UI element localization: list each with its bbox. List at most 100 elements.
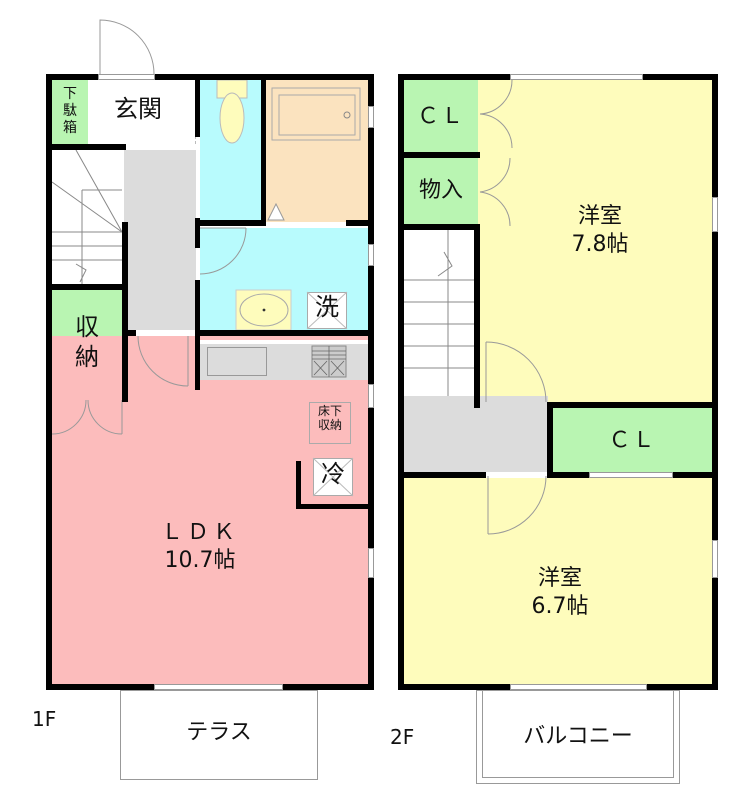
entrance-label: 玄関 [114, 95, 162, 123]
wall [346, 220, 370, 226]
wall [46, 74, 52, 690]
shoe-box [52, 80, 88, 144]
wall [398, 74, 510, 80]
wall [195, 218, 200, 248]
window [510, 74, 643, 80]
wall [673, 472, 718, 478]
shoe-box-label: 下 駄 箱 [63, 86, 77, 136]
wall [643, 74, 718, 80]
wall [296, 461, 301, 509]
bath-door-icon [267, 202, 285, 221]
window [589, 472, 673, 478]
window [368, 384, 374, 408]
entrance-door-opening [98, 74, 155, 80]
toilet-icon [216, 79, 248, 144]
closet-top-label: ＣＬ [416, 104, 465, 129]
wall [398, 684, 510, 690]
closet-mid [553, 408, 712, 472]
washer-label: 洗 [315, 293, 339, 321]
balcony-label: バルコニー [523, 724, 633, 749]
stairs-icon [51, 149, 123, 285]
wall [404, 224, 480, 230]
bedroom-1-label: 洋室 [577, 204, 622, 229]
wall [46, 74, 98, 80]
closet-top [404, 80, 478, 152]
closet-doors-icon [479, 79, 513, 227]
storage-doors-icon [51, 399, 123, 435]
wall [647, 684, 718, 690]
hall-2f [404, 396, 548, 472]
balcony-window [510, 684, 647, 690]
bedroom-1-door-icon [485, 341, 547, 403]
fridge-label: 冷 [321, 460, 345, 488]
wall [712, 578, 718, 690]
washroom-door-icon [199, 227, 247, 275]
window [368, 106, 374, 128]
wall [547, 472, 589, 478]
window [368, 244, 374, 266]
stairs-icon [404, 230, 474, 396]
bedroom-1-size: 7.8帖 [571, 232, 629, 257]
wall [368, 408, 374, 548]
wall [122, 222, 128, 402]
bath [266, 80, 368, 222]
bedroom-2-size: 6.7帖 [531, 594, 589, 619]
wall [195, 80, 200, 137]
floor-1-label: 1F [32, 707, 57, 731]
terrace-label: テラス [186, 720, 252, 745]
wall [398, 74, 404, 690]
bedroom-2 [404, 478, 712, 684]
wall [52, 144, 126, 150]
wall [283, 684, 374, 690]
wall [195, 330, 370, 336]
entrance-door-icon [99, 19, 155, 75]
wall [547, 402, 553, 478]
storage-2f-label: 物入 [418, 178, 463, 203]
bedroom-2-label: 洋室 [537, 566, 582, 591]
floor-2-label: 2F [390, 725, 415, 749]
ldk [52, 336, 368, 684]
wall [547, 402, 718, 408]
balcony-inner [482, 690, 674, 778]
wall [368, 266, 374, 384]
stair-1f [52, 150, 122, 285]
kitchen-sink [207, 347, 267, 376]
wall [46, 684, 154, 690]
storage-2f [404, 158, 478, 224]
wall [124, 330, 136, 336]
storage-1f-label: 収 納 [75, 313, 99, 371]
ldk-door-icon [137, 335, 189, 387]
window [712, 540, 718, 578]
stove-icon [311, 345, 347, 378]
wall [368, 74, 374, 106]
fridge-cross-icon [312, 457, 354, 497]
wall [404, 472, 486, 478]
window [368, 548, 374, 578]
wall [261, 80, 266, 225]
wash-basin-icon [235, 289, 292, 331]
wall [296, 504, 370, 509]
hall-1f [124, 150, 196, 330]
wall [155, 74, 374, 80]
bedroom-2-door-icon [487, 475, 547, 535]
wall [52, 284, 126, 290]
wall [474, 224, 480, 408]
underfloor-storage [309, 402, 351, 444]
bedroom-1 [478, 80, 712, 402]
window [712, 197, 718, 232]
ldk-label: ＬＤＫ [160, 520, 239, 545]
bathtub-icon [271, 87, 361, 141]
terrace-window [154, 684, 283, 690]
terrace [120, 690, 318, 780]
wall [712, 232, 718, 540]
wall [368, 578, 374, 690]
wall [368, 128, 374, 244]
ldk-size: 10.7帖 [164, 548, 236, 573]
underfloor-storage-label: 床下 収納 [317, 404, 342, 432]
wall [404, 152, 480, 158]
closet-mid-label: ＣＬ [608, 428, 657, 453]
washer-cross-icon [306, 291, 348, 330]
wall [200, 220, 266, 226]
entrance [88, 80, 196, 144]
wall [712, 74, 718, 197]
